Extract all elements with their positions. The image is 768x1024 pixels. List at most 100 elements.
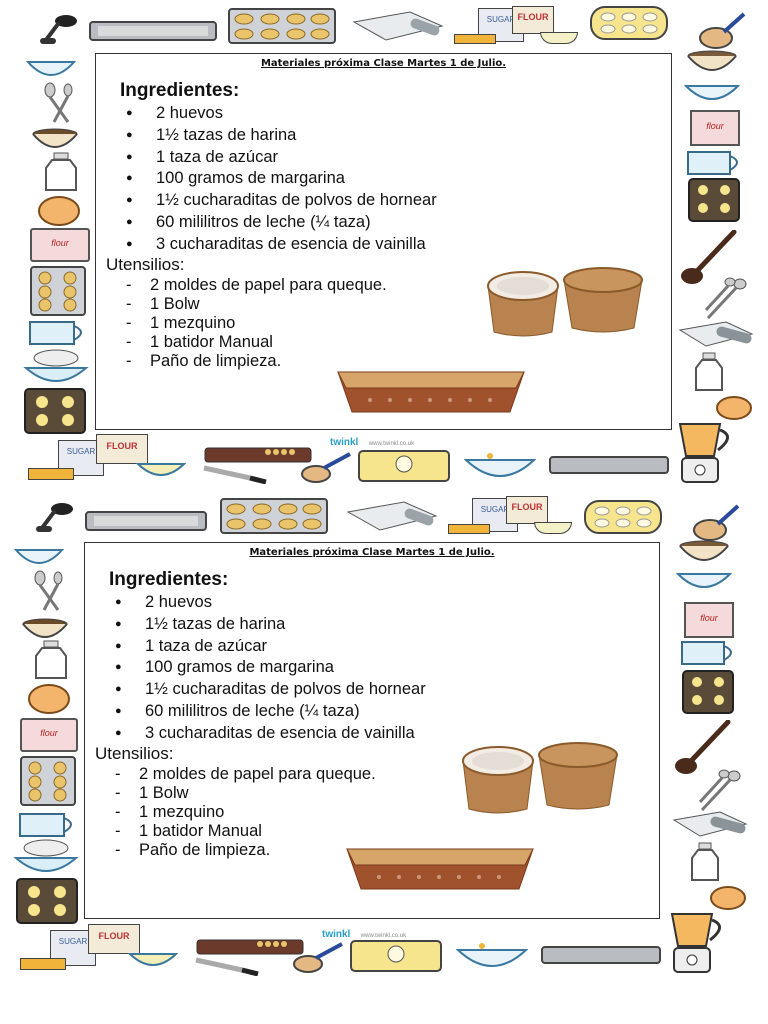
- loaf-mold-photo: [330, 354, 532, 424]
- mixing-bowl-icon: [676, 573, 732, 588]
- baking-paper-icon: [678, 321, 754, 347]
- flour-bag-icon: flour: [684, 602, 734, 638]
- sheet-2: SUGAR FLOUR flour flour SUGAR FLOUR twin…: [0, 490, 768, 980]
- measuring-jug-icon: [687, 151, 738, 175]
- egg-icon: [28, 684, 70, 714]
- egg-icon: [716, 396, 752, 420]
- baking-paper-icon: [672, 811, 748, 837]
- baking-tray-icon: [89, 21, 217, 41]
- measuring-jug-icon: [681, 641, 732, 665]
- list-item: -Paño de limpieza.: [126, 352, 282, 370]
- flour-sugar-icon: SUGAR FLOUR: [452, 6, 582, 46]
- ingredients-list: ●2 huevos ●1½ tazas de harina ●1 taza de…: [126, 103, 437, 256]
- muffin-tin-icon: [682, 670, 734, 714]
- ladle-icon: [40, 15, 77, 44]
- spoons-icon: [44, 82, 73, 123]
- list-item: ●100 gramos de margarina: [126, 169, 345, 188]
- utensils-list: -2 moldes de papel para queque. -1 Bolw …: [115, 765, 376, 860]
- milk-bottle-icon: [695, 352, 723, 391]
- sieve-icon: [23, 349, 89, 382]
- materials-card: Materiales próxima Clase Martes 1 de Jul…: [95, 53, 672, 430]
- muffin-tin-icon: [584, 500, 662, 534]
- sieve-icon: [13, 839, 79, 872]
- list-item: -2 moldes de papel para queque.: [126, 276, 387, 294]
- knife-icon: [195, 957, 259, 976]
- milk-bottle-icon: [45, 152, 77, 191]
- egg-icon: [710, 886, 746, 910]
- list-item: -1 batidor Manual: [115, 822, 262, 840]
- mixing-bowl-icon: [687, 50, 737, 71]
- baking-paper-icon: [352, 11, 444, 41]
- knife-icon: [203, 465, 267, 484]
- whisk-bowl-icon: [699, 12, 746, 49]
- paper-cups-photo: [478, 264, 656, 342]
- egg-icon: [38, 196, 80, 226]
- flour-bag-icon: flour: [690, 110, 740, 146]
- ingredients-list: ●2 huevos ●1½ tazas de harina ●1 taza de…: [115, 592, 426, 745]
- list-item: ●1 taza de azúcar: [115, 636, 267, 655]
- list-item: ●1½ tazas de harina: [126, 125, 297, 144]
- list-item: ●3 cucharaditas de esencia de vainilla: [115, 723, 415, 742]
- cookie-tray-icon: [20, 756, 76, 806]
- measuring-jug-icon: [19, 813, 72, 837]
- flour-bag-icon: flour: [20, 718, 78, 752]
- utensils-list: -2 moldes de papel para queque. -1 Bolw …: [126, 276, 387, 371]
- list-item: ●1½ cucharaditas de polvos de hornear: [115, 680, 426, 699]
- wooden-spoon-icon: [675, 720, 731, 774]
- spoons-icon: [704, 277, 747, 320]
- mixing-bowl-icon: [32, 128, 78, 148]
- flour-sugar-icon: SUGAR FLOUR: [446, 496, 576, 536]
- list-item: -1 Bolw: [115, 784, 189, 802]
- muffin-tin-icon: [688, 178, 740, 222]
- list-item: -1 mezquino: [126, 314, 236, 332]
- list-item: ●1½ cucharaditas de polvos de hornear: [126, 191, 437, 210]
- list-item: ●1½ tazas de harina: [115, 614, 286, 633]
- cookie-tray-icon: [30, 266, 86, 316]
- flour-bag-label: FLOUR: [512, 6, 554, 34]
- list-item: ●2 huevos: [126, 104, 223, 122]
- list-item: -1 Bolw: [126, 295, 200, 313]
- ingredients-heading: Ingredientes:: [109, 569, 229, 590]
- list-item: ●60 mililitros de leche (¼ taza): [126, 212, 371, 231]
- spoons-icon: [698, 769, 741, 812]
- blender-icon: [670, 913, 721, 973]
- wooden-spoon-icon: [681, 230, 737, 284]
- list-item: ●3 cucharaditas de esencia de vainilla: [126, 234, 426, 253]
- spoons-icon: [34, 570, 63, 611]
- cookie-tray-icon: [228, 8, 336, 44]
- baking-tray-icon: [541, 946, 661, 964]
- utensils-heading: Utensilios:: [106, 255, 185, 274]
- whisk-bowl-icon: [301, 452, 351, 483]
- measuring-jug-icon: [29, 321, 82, 345]
- mixing-bowl-icon: [456, 943, 528, 967]
- twinkl-logo: twinkl www.twinkl.co.uk: [322, 929, 407, 940]
- blender-icon: [678, 423, 729, 483]
- ingredients-heading: Ingredientes:: [120, 80, 240, 101]
- mixing-bowl-icon: [464, 453, 536, 477]
- mixing-bowl-icon: [14, 549, 64, 564]
- flour-sugar-icon: SUGAR FLOUR: [26, 432, 156, 482]
- card-title: Materiales próxima Clase Martes 1 de Jul…: [249, 547, 495, 558]
- whisk-bowl-icon: [693, 504, 740, 541]
- card-title: Materiales próxima Clase Martes 1 de Jul…: [260, 58, 507, 69]
- list-item: -1 mezquino: [115, 803, 225, 821]
- list-item: -Paño de limpieza.: [115, 841, 271, 859]
- twinkl-logo: twinkl www.twinkl.co.uk: [330, 437, 415, 448]
- mixing-bowl-icon: [136, 463, 186, 476]
- muffin-tin-icon: [24, 388, 86, 434]
- milk-bottle-icon: [691, 842, 719, 881]
- whisk-bowl-icon: [293, 942, 343, 973]
- list-item: ●2 huevos: [115, 593, 212, 611]
- muffin-tin-icon: [350, 940, 442, 972]
- utensils-heading: Utensilios:: [95, 744, 174, 763]
- flour-bag-icon: flour: [30, 228, 90, 262]
- muffin-tin-icon: [16, 878, 78, 924]
- sheet-1: SUGAR FLOUR flour flour SUGAR FLOUR twin…: [0, 0, 768, 490]
- list-item: ●60 mililitros de leche (¼ taza): [115, 701, 360, 720]
- list-item: ●100 gramos de margarina: [115, 658, 334, 677]
- mixing-bowl-icon: [679, 540, 729, 561]
- materials-card: Materiales próxima Clase Martes 1 de Jul…: [84, 542, 660, 919]
- list-item: ●1 taza de azúcar: [126, 147, 278, 166]
- paper-cups-photo: [453, 739, 631, 819]
- cutting-board-icon: [196, 939, 304, 955]
